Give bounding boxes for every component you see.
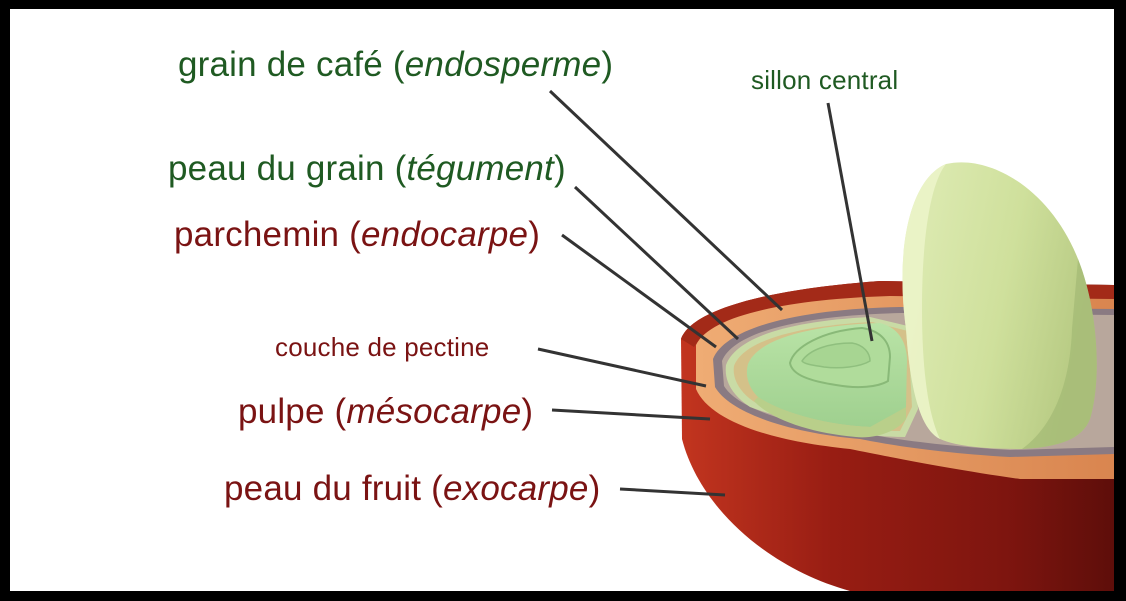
diagram-frame: grain de café (endosperme) sillon centra… [10,9,1114,591]
label-endosperme: grain de café (endosperme) [178,47,613,82]
leader-endosperme [550,91,782,310]
label-pectine: couche de pectine [275,334,489,360]
label-endocarpe: parchemin (endocarpe) [174,217,540,252]
label-mesocarpe: pulpe (mésocarpe) [238,394,533,429]
label-exocarpe: peau du fruit (exocarpe) [224,471,600,506]
label-tegument: peau du grain (tégument) [168,151,566,186]
label-sillon-central: sillon central [751,67,898,93]
leader-endocarpe [562,235,716,347]
leader-pectine [538,349,706,386]
